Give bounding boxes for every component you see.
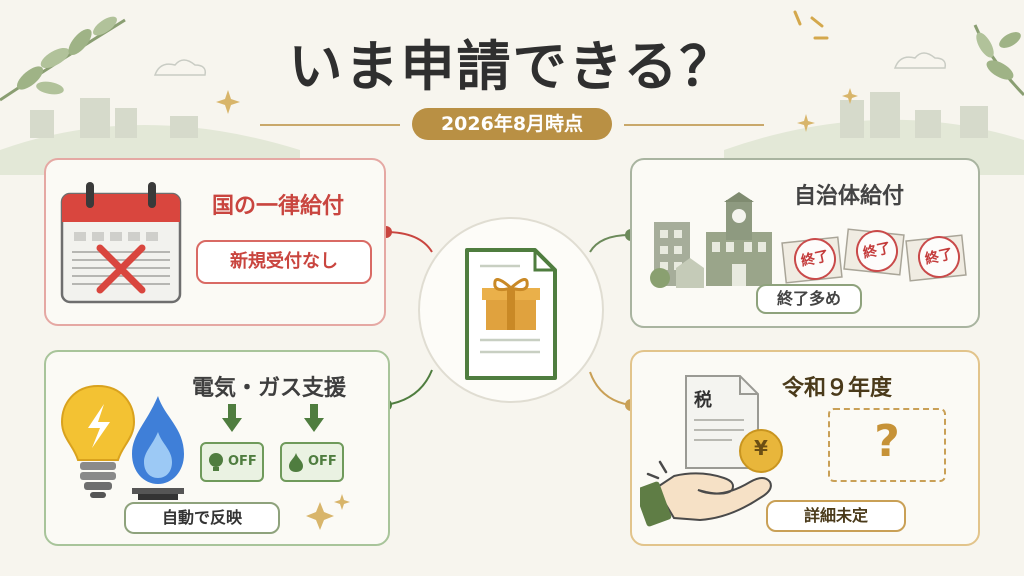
card-heading: 国の一律給付 (212, 194, 345, 219)
arrow-down-icon (222, 404, 242, 432)
off-label: OFF (228, 454, 257, 469)
town-hall-icon (650, 192, 772, 288)
date-badge: 2026年8月時点 (412, 108, 612, 140)
gas-off-ticket: OFF (280, 442, 344, 482)
document-gift-icon (465, 248, 557, 380)
card-national: 国の一律給付 新規受付なし (44, 158, 386, 326)
coin-icon (739, 429, 783, 473)
page-title: いま申請できる？ (288, 35, 736, 98)
electric-off-ticket: OFF (200, 442, 264, 482)
bulb-small-icon (209, 453, 223, 471)
gas-flame-icon (132, 396, 184, 500)
hand-coin-icon (640, 460, 772, 527)
card-heading: 電気・ガス支援 (192, 376, 347, 401)
leaf-branch-left-icon (0, 16, 126, 102)
card-municipal: 自治体給付 終了 終了 終了 終了多め (630, 158, 980, 328)
off-label: OFF (308, 454, 337, 469)
card-heading: 自治体給付 (794, 184, 905, 209)
status-badge: 終了多め (756, 284, 862, 314)
connector-municipal (589, 234, 631, 253)
right-town-icon (840, 92, 988, 138)
card-energy: 電気・ガス支援 OFF OFF 自動で反映 (44, 350, 390, 546)
sparkle-icon (216, 90, 240, 114)
arrow-down-icon (304, 404, 324, 432)
sparkle-icon (306, 494, 350, 530)
connector-reiwa9 (589, 371, 631, 406)
yen-symbol: ¥ (754, 436, 768, 460)
tax-label: 税 (694, 390, 712, 411)
card-reiwa9: 税 ¥ 令和９年度 ? 詳細未定 (630, 350, 980, 546)
status-badge: 詳細未定 (766, 500, 906, 532)
connector-energy (384, 369, 433, 406)
status-badge: 新規受付なし (196, 240, 372, 284)
divider (624, 124, 764, 126)
sparkle-icon (842, 88, 858, 104)
question-mark: ? (874, 416, 900, 467)
undecided-box: ? (828, 408, 946, 482)
connector-national (384, 231, 433, 253)
flame-small-icon (289, 453, 303, 472)
left-town-icon (30, 98, 198, 138)
divider (260, 124, 400, 126)
title-accent-icon (793, 10, 829, 40)
envelope-group: 終了 終了 終了 (780, 218, 970, 298)
card-heading: 令和９年度 (782, 376, 893, 401)
leaf-branch-right-icon (973, 24, 1024, 97)
calendar-icon (60, 182, 182, 304)
status-badge: 自動で反映 (124, 502, 280, 534)
sparkle-icon (797, 114, 815, 132)
lightbulb-icon (60, 384, 136, 498)
